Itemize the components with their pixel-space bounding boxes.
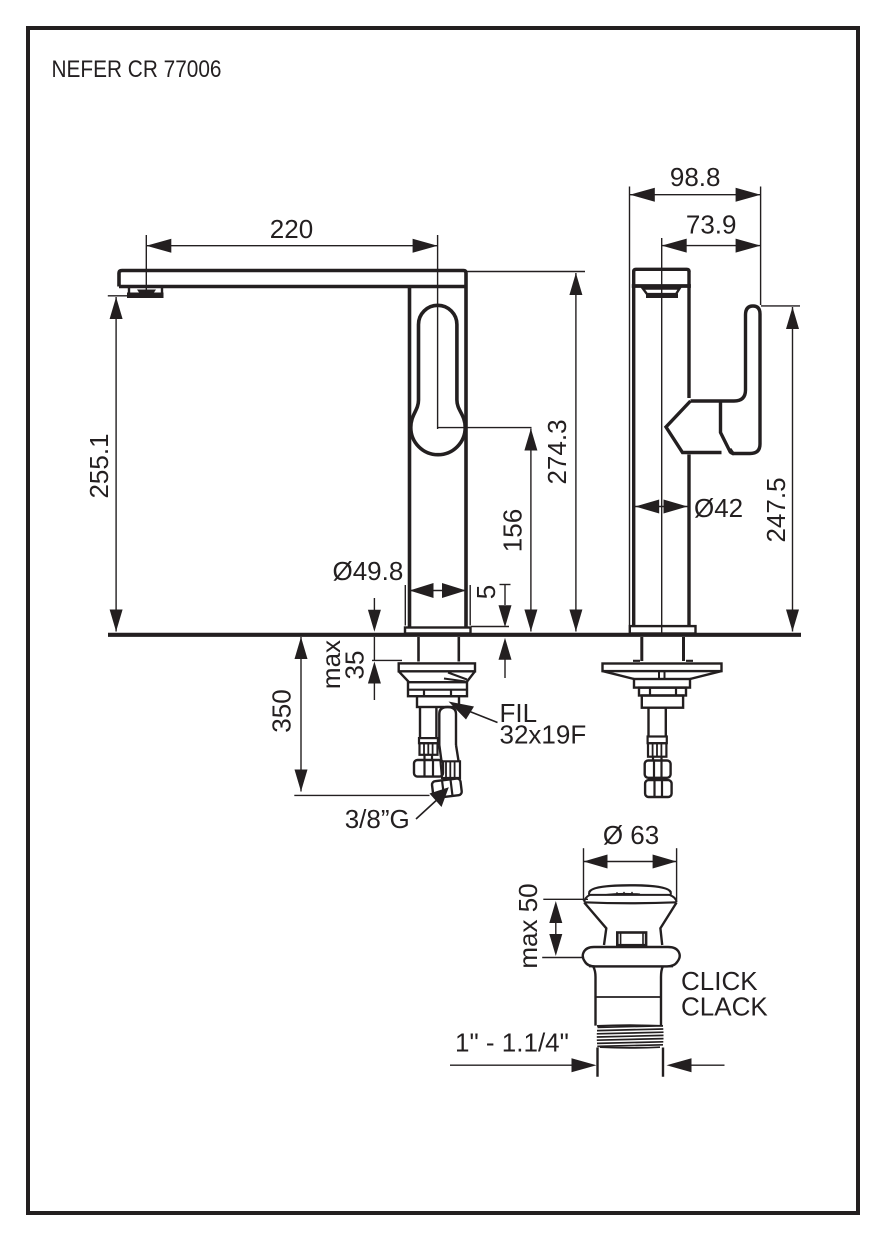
svg-text:220: 220 [270, 214, 313, 244]
svg-text:Ø49.8: Ø49.8 [333, 556, 404, 586]
svg-text:247.5: 247.5 [761, 477, 791, 542]
svg-text:350: 350 [267, 689, 297, 732]
svg-text:255.1: 255.1 [84, 433, 114, 498]
svg-text:98.8: 98.8 [670, 162, 721, 192]
svg-text:FIL: FIL [500, 698, 538, 728]
svg-text:CLICK: CLICK [681, 966, 758, 996]
svg-text:Ø 63: Ø 63 [603, 820, 659, 850]
svg-text:NEFER CR 77006: NEFER CR 77006 [52, 56, 222, 83]
svg-text:5: 5 [471, 585, 501, 599]
svg-text:32x19F: 32x19F [500, 720, 587, 750]
svg-text:max 50: max 50 [513, 883, 543, 968]
svg-text:CLACK: CLACK [681, 992, 768, 1022]
svg-text:Ø42: Ø42 [694, 493, 743, 523]
svg-text:3/8”G: 3/8”G [345, 804, 410, 834]
svg-text:1" - 1.1/4": 1" - 1.1/4" [455, 1028, 569, 1058]
svg-text:156: 156 [497, 509, 527, 552]
svg-text:274.3: 274.3 [542, 419, 572, 484]
svg-text:max: max [316, 640, 346, 689]
svg-text:73.9: 73.9 [686, 210, 737, 240]
svg-text:35: 35 [340, 651, 370, 680]
